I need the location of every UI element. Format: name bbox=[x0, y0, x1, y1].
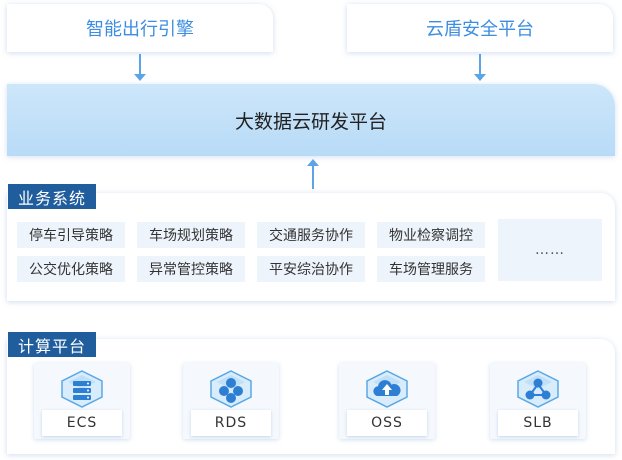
service-slb: SLB bbox=[490, 363, 586, 439]
cloud-upload-icon bbox=[366, 370, 408, 408]
service-oss-label: OSS bbox=[347, 410, 427, 436]
service-oss: OSS bbox=[339, 363, 435, 439]
compute-platform-tag: 计算平台 bbox=[8, 332, 97, 357]
strategy-item: 车场规划策略 bbox=[137, 222, 245, 248]
cloud-shield-platform-box: 云盾安全平台 bbox=[347, 4, 613, 52]
database-cluster-icon bbox=[210, 370, 252, 408]
service-ecs: ECS bbox=[34, 363, 130, 439]
big-data-platform: 大数据云研发平台 bbox=[7, 84, 615, 156]
arrow-down-left bbox=[134, 54, 146, 82]
compute-platform-tag-label: 计算平台 bbox=[18, 336, 87, 356]
arrow-down-right bbox=[474, 54, 486, 82]
load-balancer-network-icon bbox=[517, 370, 559, 408]
server-stack-icon bbox=[61, 370, 103, 408]
strategy-item: 公交优化策略 bbox=[17, 256, 125, 282]
strategy-item: 物业检察调控 bbox=[377, 222, 485, 248]
strategy-item: 停车引导策略 bbox=[17, 222, 125, 248]
cloud-shield-platform-title: 云盾安全平台 bbox=[426, 19, 534, 40]
business-systems-tag: 业务系统 bbox=[8, 184, 97, 209]
smart-travel-engine-title: 智能出行引擎 bbox=[86, 19, 194, 40]
strategy-item: 车场管理服务 bbox=[377, 256, 485, 282]
more-strategies-box: …… bbox=[498, 219, 602, 281]
service-ecs-label: ECS bbox=[42, 410, 122, 436]
strategy-item: 交通服务协作 bbox=[257, 222, 365, 248]
service-rds-label: RDS bbox=[191, 410, 271, 436]
smart-travel-engine-box: 智能出行引擎 bbox=[7, 4, 273, 52]
arrow-up-center bbox=[307, 159, 319, 189]
business-systems-tag-label: 业务系统 bbox=[18, 188, 87, 208]
big-data-platform-title: 大数据云研发平台 bbox=[234, 110, 387, 133]
strategy-item: 平安综治协作 bbox=[257, 256, 365, 282]
service-rds: RDS bbox=[183, 363, 279, 439]
service-slb-label: SLB bbox=[498, 410, 578, 436]
strategy-item: 异常管控策略 bbox=[137, 256, 245, 282]
